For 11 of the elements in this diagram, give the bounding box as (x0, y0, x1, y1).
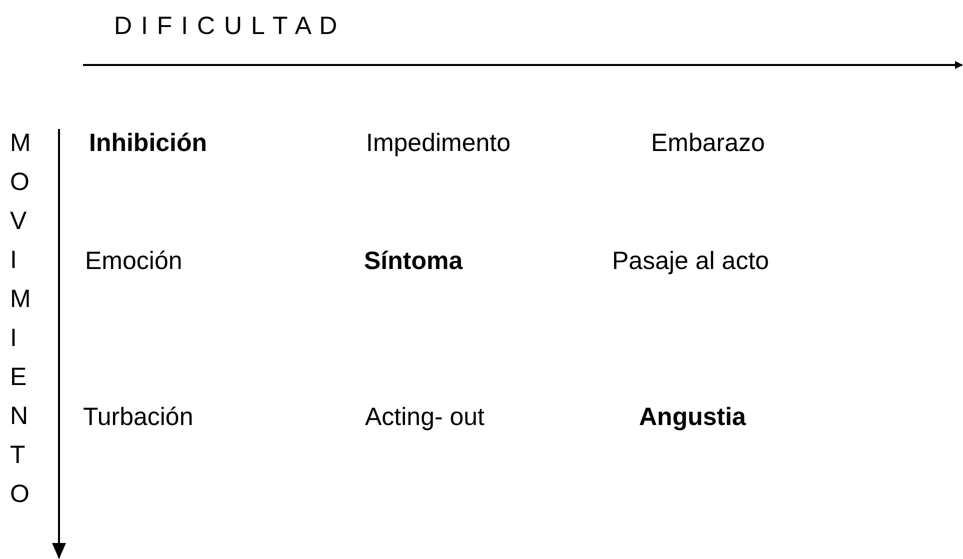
table-term: Pasaje al acto (612, 246, 770, 276)
table-term: Impedimento (366, 128, 511, 158)
table-term: Angustia (639, 402, 746, 432)
table-term: Turbación (83, 402, 194, 432)
axis-label: D I F I C U L T A D (114, 11, 338, 41)
table-term: Emoción (85, 246, 182, 276)
axis-label: MOVIMIENTO (10, 128, 38, 510)
table-term: Acting- out (365, 402, 485, 432)
table-term: Inhibición (89, 128, 208, 158)
table-term: Embarazo (651, 128, 765, 158)
table-term: Síntoma (364, 246, 463, 276)
